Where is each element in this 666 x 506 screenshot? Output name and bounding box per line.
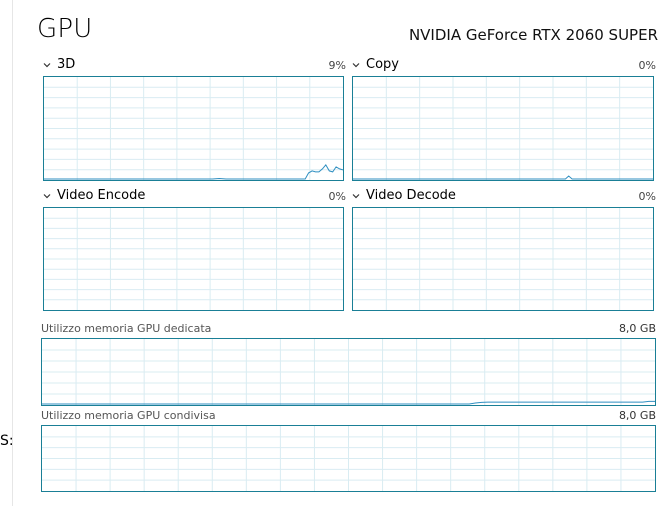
engine-percent: 0% [638,59,656,72]
engine-selector-video-encode[interactable]: Video Encode [43,188,145,203]
engine-graph-video-decode [352,207,654,311]
chevron-down-icon [43,61,51,69]
shared-memory-graph [41,425,656,492]
engine-selector-video-decode[interactable]: Video Decode [352,188,456,203]
usage-series-line [44,164,343,180]
engine-graph-video-encode [43,207,344,311]
chevron-down-icon [352,61,360,69]
graph-canvas [44,208,343,310]
dedicated-memory-label: Utilizzo memoria GPU dedicata [41,322,212,335]
chevron-down-icon [352,192,360,200]
shared-memory-size: 8,0 GB [618,409,656,422]
engine-percent: 9% [328,59,346,72]
gpu-device-name: NVIDIA GeForce RTX 2060 SUPER [408,26,658,44]
graph-canvas [44,77,343,180]
engine-percent: 0% [638,190,656,203]
engine-percent: 0% [328,190,346,203]
page-title: GPU [37,14,93,44]
graph-canvas [42,426,655,491]
engine-label: Copy [366,57,399,72]
usage-series-line [42,400,655,405]
graph-canvas [353,77,653,180]
usage-series-line [353,175,653,180]
engine-label: Video Decode [366,188,456,203]
dedicated-memory-size: 8,0 GB [618,322,656,335]
engine-label: 3D [57,57,76,72]
engine-label: Video Encode [57,188,146,203]
dedicated-memory-graph [41,338,656,406]
left-panel-divider [12,0,13,506]
engine-selector-copy[interactable]: Copy [352,57,399,72]
left-panel-clipped-text: S: [0,433,14,449]
engine-graph-3d [43,76,344,181]
graph-canvas [42,339,655,405]
engine-selector-3d[interactable]: 3D [43,57,75,72]
chevron-down-icon [43,192,51,200]
shared-memory-label: Utilizzo memoria GPU condivisa [41,409,216,422]
graph-canvas [353,208,653,310]
engine-graph-copy [352,76,654,181]
